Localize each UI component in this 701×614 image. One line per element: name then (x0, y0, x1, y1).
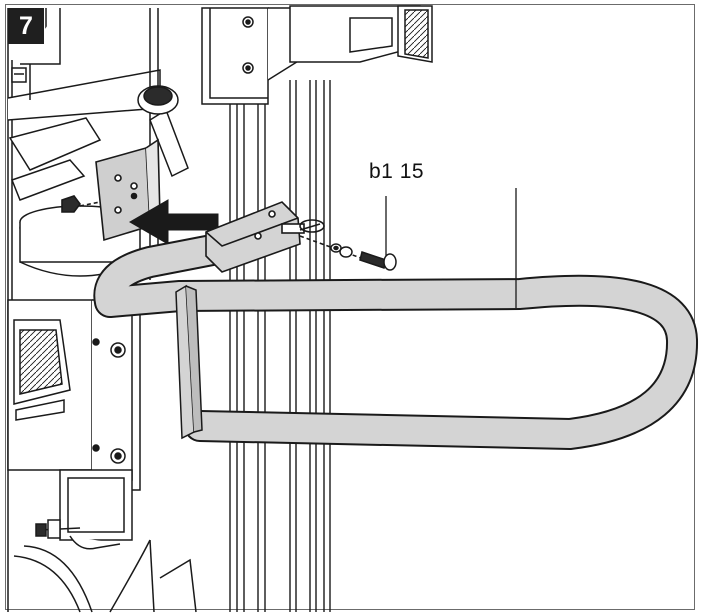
handle-bar (93, 234, 698, 450)
lever-arm (137, 85, 189, 178)
callout-label-b1-15: b1 15 (369, 160, 425, 183)
vertical-column (229, 80, 331, 612)
handle-mount-plate (205, 201, 325, 273)
motor-housing (7, 299, 141, 491)
screw-washer (299, 235, 397, 271)
leader-lines (385, 188, 517, 308)
pump-assembly (13, 469, 197, 613)
upper-right-bracket (289, 5, 433, 63)
step-number-badge: 7 (8, 8, 44, 44)
